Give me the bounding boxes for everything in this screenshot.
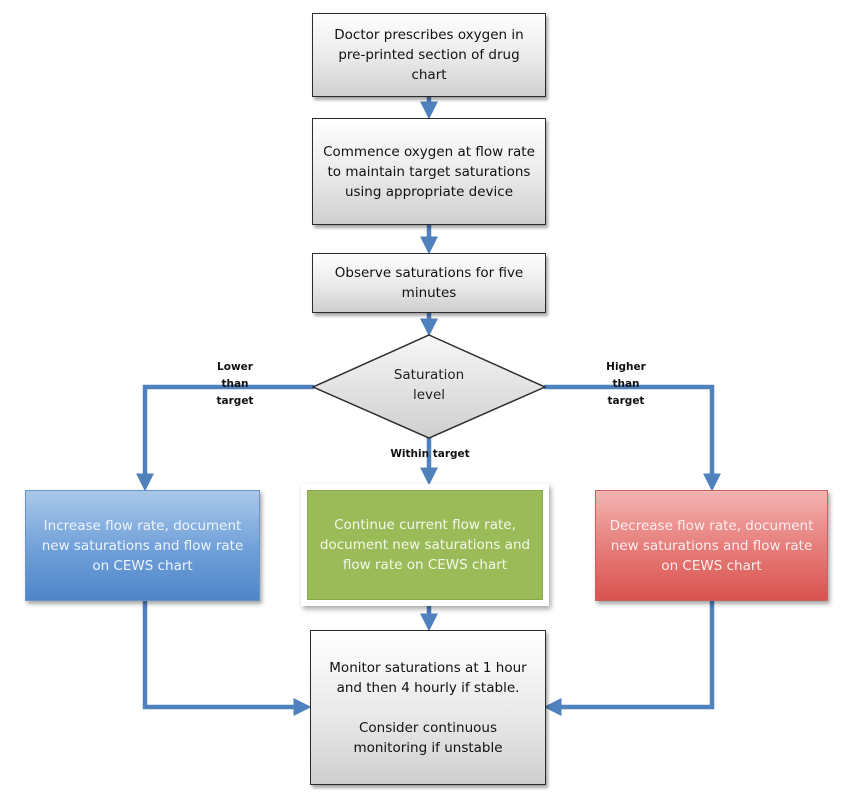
edge-label-lower-line3: target: [216, 395, 254, 407]
node-increase: Increase flow rate, document new saturat…: [25, 490, 260, 601]
edge-label-higher-line2: than: [612, 378, 640, 390]
arrow-increase-to-monitor: [142, 601, 312, 716]
edge-label-higher: Higher than target: [596, 359, 656, 410]
node-increase-text: Increase flow rate, document new saturat…: [41, 517, 244, 574]
arrow-decision-to-increase: [136, 384, 314, 492]
node-monitor-text-part2: Consider continuous monitoring if unstab…: [353, 719, 503, 756]
decision-label: Saturation level: [369, 365, 489, 405]
node-decrease-text: Decrease flow rate, document new saturat…: [609, 517, 814, 574]
decision-label-line2: level: [412, 387, 446, 403]
edge-label-lower: Lower than target: [205, 359, 265, 410]
node-continue-text: Continue current flow rate, document new…: [319, 517, 531, 573]
edge-label-lower-line1: Lower: [217, 361, 253, 373]
arrow-decision-to-decrease: [544, 384, 721, 492]
node-commence-text: Commence oxygen at flow rate to maintain…: [323, 143, 535, 200]
node-decrease: Decrease flow rate, document new saturat…: [595, 490, 828, 601]
decision-label-line1: Saturation: [393, 367, 465, 383]
edge-label-lower-line2: than: [221, 378, 249, 390]
edge-label-higher-line1: Higher: [606, 361, 646, 373]
arrow-decrease-to-monitor: [543, 601, 715, 716]
node-monitor-text-part1: Monitor saturations at 1 hour and then 4…: [329, 659, 527, 696]
node-continue: Continue current flow rate, document new…: [307, 490, 543, 600]
edge-label-higher-line3: target: [607, 395, 645, 407]
node-prescribe-text: Doctor prescribes oxygen in pre-printed …: [334, 27, 524, 83]
node-prescribe: Doctor prescribes oxygen in pre-printed …: [312, 13, 546, 97]
node-monitor: Monitor saturations at 1 hour and then 4…: [310, 630, 546, 785]
decision-diamond: [311, 334, 547, 439]
node-observe-text: Observe saturations for five minutes: [334, 265, 524, 301]
node-observe: Observe saturations for five minutes: [312, 253, 546, 313]
node-commence: Commence oxygen at flow rate to maintain…: [312, 118, 546, 225]
edge-label-within: Within target: [390, 448, 470, 460]
